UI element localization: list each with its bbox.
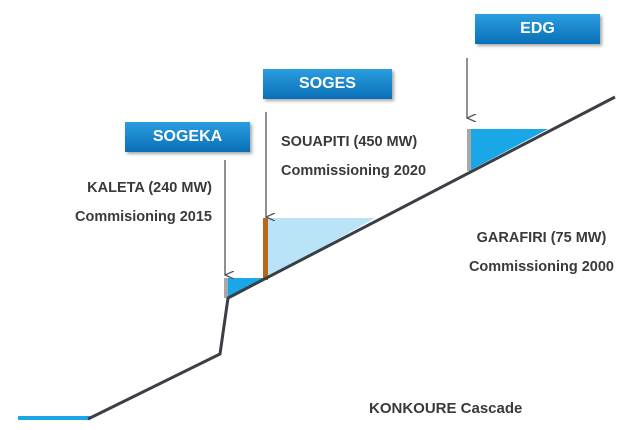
garafiri-name: GARAFIRI (75 MW): [476, 230, 607, 246]
souapiti-name: SOUAPITI (450 MW): [281, 134, 418, 150]
diagram-caption: KONKOURE Cascade: [369, 400, 523, 417]
souapiti-label: SOUAPITI (450 MW) Commissioning 2020: [281, 128, 426, 186]
sogeka-box: SOGEKA: [125, 122, 250, 152]
garafiri-label: GARAFIRI (75 MW) Commissioning 2000: [469, 224, 614, 282]
river-profile-line: [87, 95, 616, 421]
souapiti-commissioning: Commissioning 2020: [281, 163, 427, 179]
souapiti-dam: [263, 218, 268, 280]
soges-box: SOGES: [263, 69, 392, 99]
kaleta-commissioning: Commisioning 2015: [75, 209, 212, 225]
garafiri-dam: [467, 129, 471, 171]
garafiri-commissioning: Commissioning 2000: [468, 259, 614, 275]
edg-box: EDG: [475, 14, 600, 44]
kaleta-name: KALETA (240 MW): [87, 180, 212, 196]
kaleta-dam: [224, 278, 228, 298]
garafiri-reservoir: [471, 129, 548, 170]
kaleta-label: KALETA (240 MW) Commisioning 2015: [75, 174, 212, 232]
